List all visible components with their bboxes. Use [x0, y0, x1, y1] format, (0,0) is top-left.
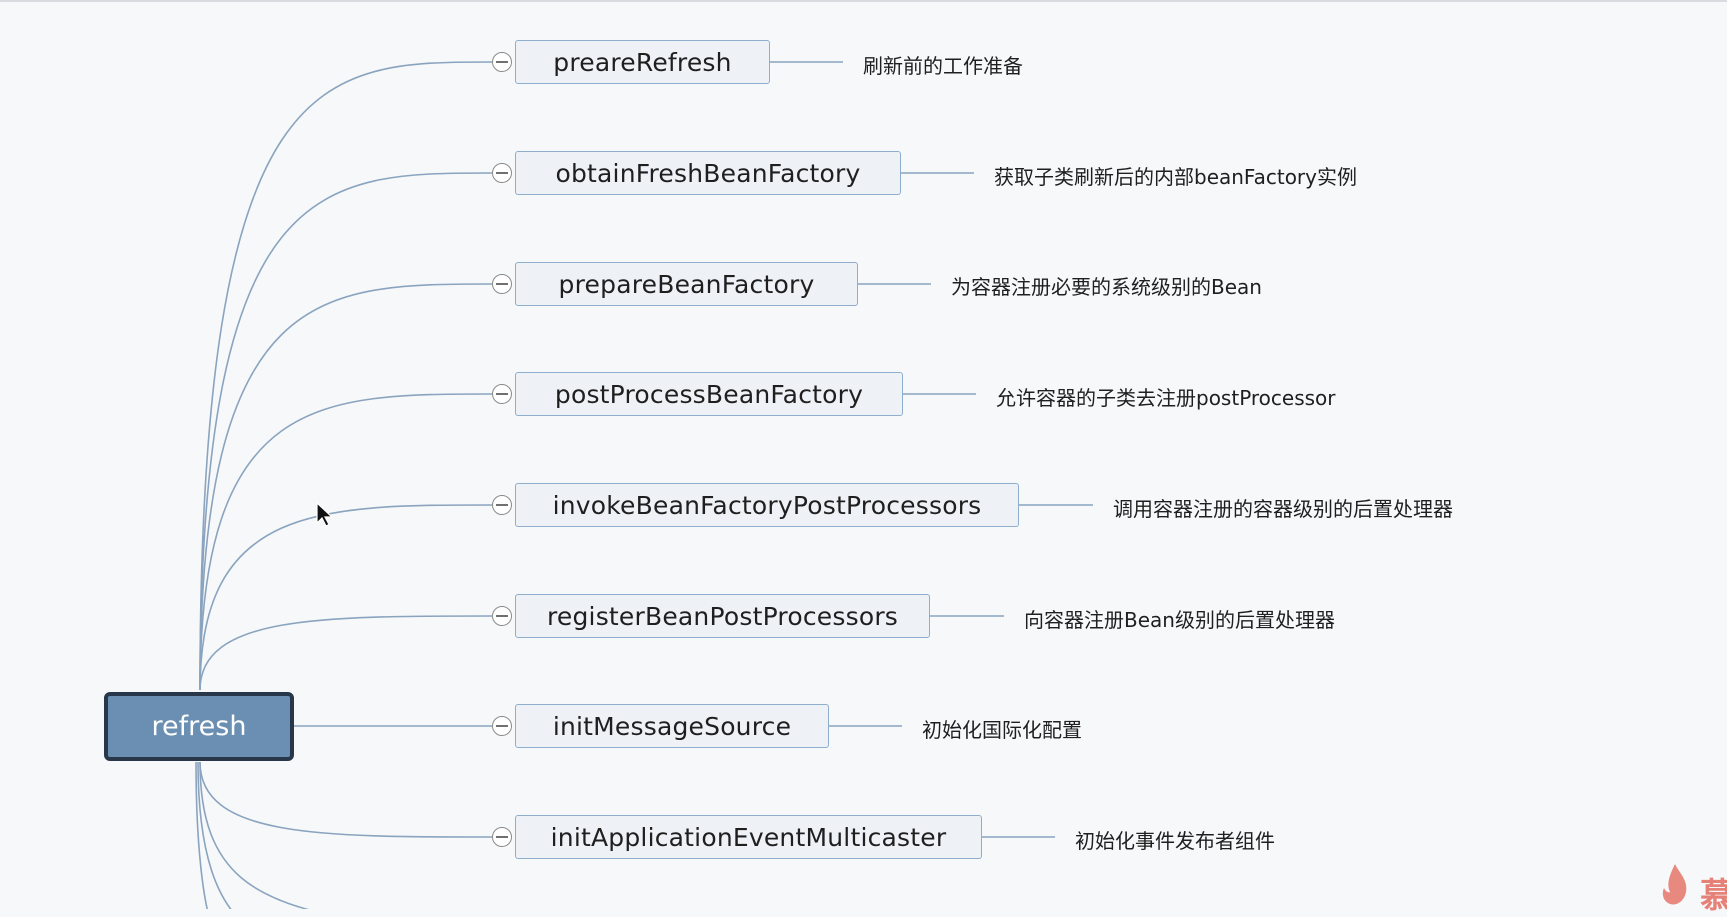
description-label: 为容器注册必要的系统级别的Bean [951, 275, 1262, 299]
description-label: 初始化国际化配置 [922, 718, 1082, 742]
description-label: 初始化事件发布者组件 [1075, 829, 1275, 853]
method-node-initmessagesource[interactable]: initMessageSource [515, 704, 829, 748]
root-connector-line [199, 283, 493, 691]
collapse-toggle-icon[interactable] [492, 606, 512, 626]
watermark-text: 慕 [1700, 876, 1727, 916]
collapse-toggle-icon[interactable] [492, 827, 512, 847]
root-connector-line [199, 172, 493, 691]
method-label: invokeBeanFactoryPostProcessors [552, 490, 982, 520]
method-node-invokebeanfactorypostprocessors[interactable]: invokeBeanFactoryPostProcessors [515, 483, 1019, 527]
collapse-toggle-icon[interactable] [492, 384, 512, 404]
method-label: registerBeanPostProcessors [546, 601, 899, 631]
method-label: preareRefresh [553, 47, 732, 77]
root-connector-line [197, 761, 232, 909]
root-connector-line [199, 761, 493, 838]
description-label: 允许容器的子类去注册postProcessor [996, 386, 1336, 410]
method-label: obtainFreshBeanFactory [555, 158, 861, 188]
flame-logo-icon [1662, 864, 1687, 905]
root-connector-line [195, 761, 209, 909]
mouse-cursor-icon [316, 502, 334, 527]
method-label: initApplicationEventMulticaster [550, 822, 947, 852]
method-label: prepareBeanFactory [558, 269, 815, 299]
collapse-toggle-icon[interactable] [492, 274, 512, 294]
description-label: 获取子类刷新后的内部beanFactory实例 [994, 165, 1357, 189]
method-label: postProcessBeanFactory [554, 379, 864, 409]
root-connector-line [199, 393, 493, 691]
description-label: 向容器注册Bean级别的后置处理器 [1024, 608, 1335, 632]
root-connector-line [199, 61, 493, 691]
collapse-toggle-icon[interactable] [492, 163, 512, 183]
root-node-refresh[interactable]: refresh [104, 692, 294, 761]
collapse-toggle-icon[interactable] [492, 52, 512, 72]
method-node-initapplicationeventmulticaster[interactable]: initApplicationEventMulticaster [515, 815, 982, 859]
root-connector-line [199, 761, 309, 909]
collapse-toggle-icon[interactable] [492, 716, 512, 736]
top-border [0, 0, 1727, 2]
method-node-obtainfreshbeanfactory[interactable]: obtainFreshBeanFactory [515, 151, 901, 195]
method-node-preparebeanfactory[interactable]: prepareBeanFactory [515, 262, 858, 306]
description-label: 调用容器注册的容器级别的后置处理器 [1113, 497, 1453, 521]
collapse-toggle-icon[interactable] [492, 495, 512, 515]
root-connector-line [199, 504, 493, 691]
method-label: initMessageSource [552, 711, 792, 741]
method-node-registerbeanpostprocessors[interactable]: registerBeanPostProcessors [515, 594, 930, 638]
method-node-prearerefresh[interactable]: preareRefresh [515, 40, 770, 84]
root-connector-line [199, 615, 493, 691]
root-node-label: refresh [151, 711, 247, 742]
description-label: 刷新前的工作准备 [863, 54, 1023, 78]
method-node-postprocessbeanfactory[interactable]: postProcessBeanFactory [515, 372, 903, 416]
